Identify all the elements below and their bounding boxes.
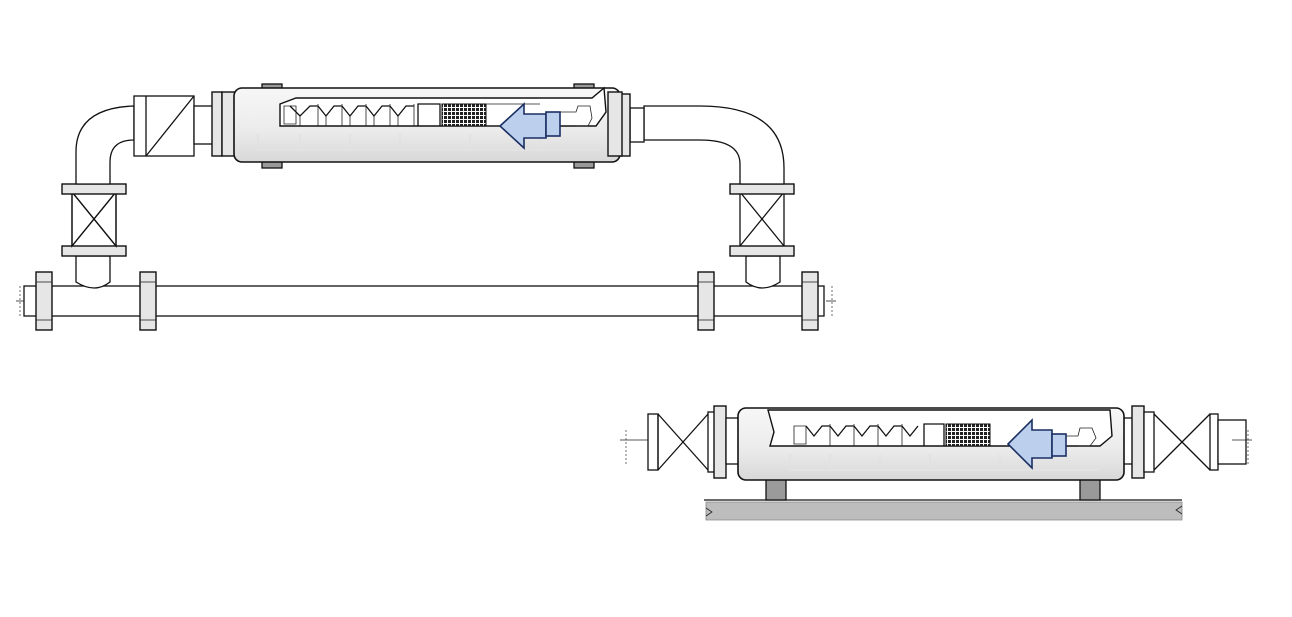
right-elbow (643, 105, 785, 185)
left-branch-tee (75, 255, 111, 289)
bypass-vessel (221, 83, 623, 169)
right-outlet-flange (619, 93, 645, 157)
skid-installation-view (620, 405, 1252, 521)
left-reducer-box (133, 91, 223, 157)
right-branch-tee (745, 255, 781, 289)
pipeline-flange-3 (697, 271, 715, 331)
right-end-valve (1121, 405, 1252, 479)
main-pipeline (16, 285, 836, 318)
pipeline-flange-2 (139, 271, 157, 331)
skid-vessel (737, 407, 1125, 481)
pipeline-flange-4 (801, 271, 819, 331)
skid-mesh-element (945, 423, 991, 447)
mesh-element (441, 103, 487, 127)
pipeline-flange-1 (35, 271, 53, 331)
internal-baffles (283, 103, 441, 126)
left-end-valve (620, 405, 741, 479)
bypass-installation-view (16, 83, 836, 331)
skid-internal-baffles (793, 423, 945, 446)
right-isolation-valve (729, 183, 795, 257)
skid-base (704, 499, 1183, 521)
left-elbow (75, 105, 135, 185)
left-isolation-valve (61, 183, 127, 257)
